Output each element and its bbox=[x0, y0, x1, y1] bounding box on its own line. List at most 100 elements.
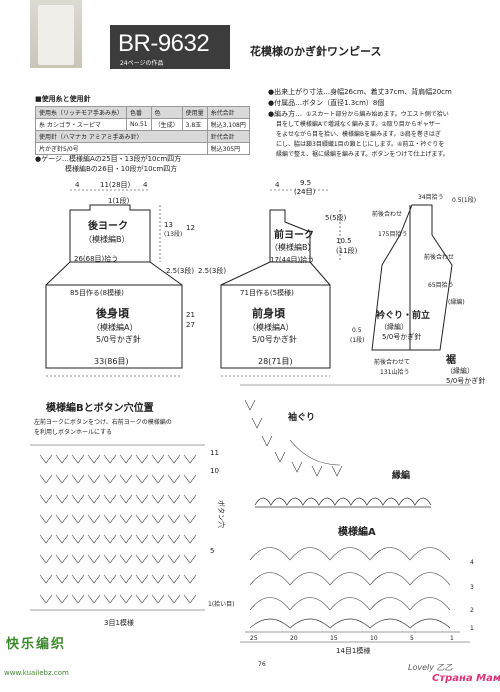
side-label: (縁編) bbox=[448, 299, 465, 306]
back-dim: 1(1段) bbox=[108, 197, 130, 205]
materials-table: 使用糸（リッチモア手あみ糸） 色番 色 使用量 糸代合計 糸 カシゴラ・スーピマ… bbox=[34, 106, 250, 155]
chart-a-row: 2 bbox=[470, 607, 474, 614]
back-dim: 4 bbox=[143, 181, 148, 189]
back-yoke-pattern: （模様編B） bbox=[84, 235, 130, 244]
armhole-title: 袖ぐり bbox=[288, 413, 316, 423]
front-dim: 17(44目)拾う bbox=[270, 256, 315, 264]
back-body-needle: 5/0号かぎ針 bbox=[96, 335, 141, 344]
side-label: 0.5(1段) bbox=[452, 197, 477, 204]
chart-b-row: 5 bbox=[210, 547, 215, 555]
chart-a-row: 4 bbox=[470, 559, 474, 566]
back-dim: 26(68目)拾う bbox=[74, 255, 119, 263]
chart-a-row: 1 bbox=[470, 625, 474, 632]
front-body-needle: 5/0号かぎ針 bbox=[252, 335, 297, 344]
front-dim: 9.5 bbox=[300, 179, 312, 187]
edging-title: 縁編 bbox=[392, 471, 411, 481]
method-line: をよせながら目を拾い、模様編Bを編みます。③肩を巻きはぎ bbox=[276, 131, 441, 138]
front-body-title: 前身頃 bbox=[252, 307, 285, 320]
pattern-code: BR-9632 bbox=[118, 30, 210, 57]
side-label: 131山拾う bbox=[380, 369, 410, 376]
back-side-length: 27 bbox=[186, 321, 195, 329]
front-bottom-width: 28(71目) bbox=[258, 357, 293, 366]
gauge-line-1: ●ゲージ…模様編Aの25目・13段が10cm四方 bbox=[35, 155, 182, 163]
side-label: (1段) bbox=[350, 337, 365, 344]
chart-a-stitch: 10 bbox=[370, 635, 378, 642]
pattern-code-banner bbox=[110, 25, 230, 69]
notions: ●付属品…ボタン（直径1.3cm）8個 bbox=[268, 99, 385, 107]
side-label: 前後合わせ bbox=[372, 211, 403, 218]
needle-sum-label: 針代合計 bbox=[206, 130, 250, 143]
col-header: 糸代合計 bbox=[206, 106, 250, 119]
back-bottom-width: 33(86目) bbox=[94, 357, 129, 366]
chart-a-stitch: 15 bbox=[330, 635, 338, 642]
back-body-pattern: （模様編A） bbox=[92, 323, 138, 332]
page-number: 76 bbox=[258, 661, 266, 668]
chart-b-row: 11 bbox=[210, 449, 219, 457]
chart-b-note: 左前ヨークにボタンをつけ、右前ヨークの模様編の bbox=[34, 419, 172, 426]
button-hole-label: ボタン穴 bbox=[217, 500, 225, 528]
method-line: 縁編で整え、裾に縁編を編みます。ボタンをつけて仕上げます。 bbox=[276, 151, 449, 158]
chart-b-row: 10 bbox=[210, 467, 219, 475]
chart-b-note: を利用しボタンホールにする bbox=[34, 429, 113, 436]
hem-needle: 5/0号かぎ針 bbox=[446, 377, 486, 385]
col-header: 色 bbox=[150, 106, 183, 119]
back-dim: 12 bbox=[186, 224, 195, 232]
side-label: 0.5 bbox=[352, 327, 362, 334]
side-label: 175目拾う bbox=[378, 231, 408, 238]
back-side-length: 21 bbox=[186, 311, 195, 319]
front-dim: (11段) bbox=[336, 247, 358, 255]
front-dim: 4 bbox=[275, 181, 280, 189]
chart-a-title: 模様編A bbox=[338, 527, 376, 538]
front-yoke-title: 前ヨーク bbox=[274, 230, 314, 241]
pattern-title: 花模様のかぎ針ワンピース bbox=[250, 45, 382, 58]
chart-a-stitch: 5 bbox=[410, 635, 414, 642]
pattern-subtitle: 24ページの作品 bbox=[120, 60, 164, 67]
col-header: 色番 bbox=[126, 106, 152, 119]
front-dim: 71目作る(5模様) bbox=[240, 289, 294, 297]
chart-a-repeat: 14目1模様 bbox=[336, 647, 371, 655]
neckline-placket-title: 衿ぐり・前立 bbox=[376, 311, 431, 321]
hem-pattern: （縁編） bbox=[446, 367, 474, 375]
back-yoke-title: 後ヨーク bbox=[88, 221, 128, 232]
watermark-left: 快乐编织 bbox=[6, 637, 67, 652]
watermark-url: www.kuailebz.com bbox=[4, 669, 69, 677]
chart-b-repeat: 3目1模様 bbox=[104, 619, 134, 627]
front-dim: 5(5段) bbox=[325, 214, 347, 222]
chart-a-row: 3 bbox=[470, 584, 474, 591]
back-dim: 2.5(3段) bbox=[166, 267, 195, 275]
finished-size: ●出来上がり寸法…身幅26cm、着丈37cm、背肩幅20cm bbox=[268, 88, 452, 96]
method-line: にし、脇は鎖3目綴織1目の鎖とじにします。④前立・衿ぐりを bbox=[276, 141, 445, 148]
front-dim: 2.5(3段) bbox=[198, 267, 227, 275]
chart-a-stitch: 1 bbox=[450, 635, 454, 642]
watermark-right: Страна Мам bbox=[432, 673, 500, 684]
side-label: 前後合わせて bbox=[374, 359, 411, 366]
front-dim: 10.5 bbox=[336, 237, 352, 245]
front-yoke-pattern: （模様編B） bbox=[270, 243, 316, 252]
back-dim: 4 bbox=[75, 181, 80, 189]
garment-photo bbox=[30, 0, 82, 68]
side-label: 34目拾う bbox=[418, 194, 444, 201]
front-dim: (24目) bbox=[294, 188, 316, 196]
chart-b-title: 模様編Bとボタン穴位置 bbox=[46, 403, 154, 414]
neckline-placket-pattern: （縁編） bbox=[380, 323, 408, 331]
back-dim: 13 bbox=[164, 221, 173, 229]
side-label: 65目拾う bbox=[428, 282, 454, 289]
needle-price: 税込305円 bbox=[206, 142, 250, 155]
back-body-title: 後身頃 bbox=[96, 307, 129, 320]
materials-heading: ■使用糸と使用針 bbox=[35, 95, 91, 103]
back-dim: (13段) bbox=[164, 231, 183, 238]
hem-title: 裾 bbox=[446, 355, 456, 366]
chart-a-stitch: 25 bbox=[250, 635, 258, 642]
chart-b-row: 1(拾い目) bbox=[208, 601, 235, 608]
brand-mark: Lovely 乙乙 bbox=[408, 663, 453, 672]
gauge-line-2: 模様編Bの26目・10段が10cm四方 bbox=[65, 165, 178, 173]
neckline-placket-needle: 5/0号かぎ針 bbox=[382, 333, 422, 341]
chart-a-stitch: 20 bbox=[290, 635, 298, 642]
method-title: ●編み方… bbox=[268, 110, 303, 118]
method-line: 目をして模様編Aで増減なく編みます。②取り目からギャザー bbox=[276, 121, 441, 128]
back-dim: 85目作る(8模様) bbox=[70, 289, 124, 297]
side-label: 前後合わせ bbox=[424, 254, 455, 261]
front-body-pattern: （模様編A） bbox=[248, 323, 294, 332]
back-dim: 11(28目) bbox=[100, 181, 131, 189]
